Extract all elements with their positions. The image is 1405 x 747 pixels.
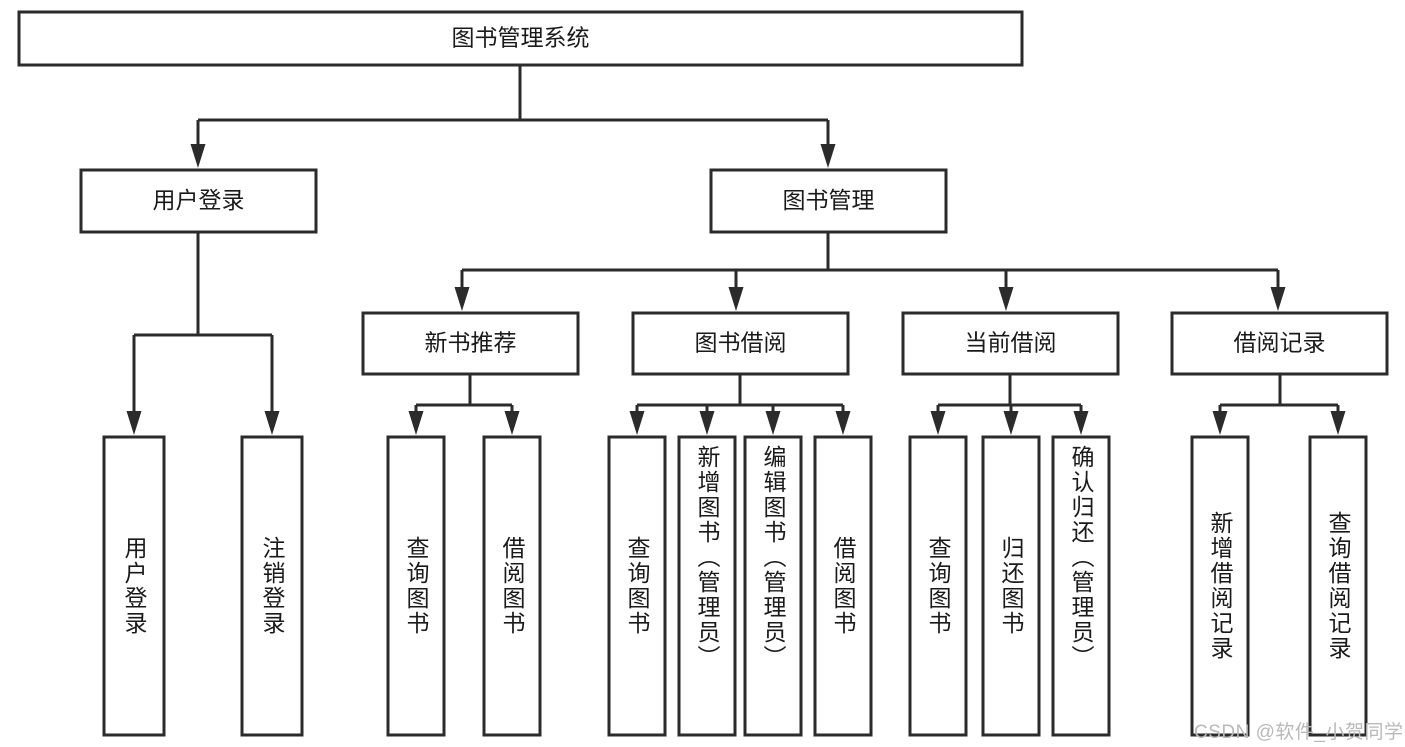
arrow-head-icon xyxy=(1270,287,1286,311)
node-label-new-book-recommend: 新书推荐 xyxy=(425,330,517,356)
arrow-head-icon xyxy=(1073,411,1089,435)
connector-user-login-fanout xyxy=(126,232,280,435)
arrow-head-icon xyxy=(1003,411,1019,435)
node-label-user-login: 用户登录 xyxy=(153,187,245,213)
arrow-head-icon xyxy=(408,411,424,435)
node-box-leaf-confirm-return[interactable] xyxy=(1051,435,1111,737)
connector-layer xyxy=(126,65,1346,435)
node-box-borrow-record[interactable] xyxy=(1170,311,1389,376)
node-label-root: 图书管理系统 xyxy=(452,25,590,51)
connector-current-borrow-fanout xyxy=(930,374,1089,435)
watermark-text: CSDN @软件_小贺同学 xyxy=(1194,722,1404,743)
connector-book-manage-fanout xyxy=(454,232,1286,311)
node-box-new-book-recommend[interactable] xyxy=(361,311,580,376)
node-box-leaf-query-book-2[interactable] xyxy=(607,435,667,737)
arrow-head-icon xyxy=(1212,411,1228,435)
node-box-leaf-add-book[interactable] xyxy=(677,435,737,737)
node-label-current-borrow: 当前借阅 xyxy=(965,330,1057,356)
node-label-borrow-record: 借阅记录 xyxy=(1234,330,1326,356)
node-box-leaf-query-book-1[interactable] xyxy=(386,435,446,737)
node-box-leaf-borrow-book-1[interactable] xyxy=(482,435,542,737)
arrow-head-icon xyxy=(930,411,946,435)
node-box-current-borrow[interactable] xyxy=(901,311,1120,376)
arrow-head-icon xyxy=(454,287,470,311)
arrow-head-icon xyxy=(998,287,1014,311)
arrow-head-icon xyxy=(820,144,836,168)
node-box-book-borrow[interactable] xyxy=(631,311,850,376)
connector-root-fanout xyxy=(190,65,836,168)
node-label-book-borrow: 图书借阅 xyxy=(695,330,787,356)
arrow-head-icon xyxy=(629,411,645,435)
node-label-book-manage: 图书管理 xyxy=(783,187,875,213)
node-box-leaf-query-book-3[interactable] xyxy=(908,435,968,737)
arrow-head-icon xyxy=(1330,411,1346,435)
arrow-head-icon xyxy=(190,144,206,168)
node-box-layer xyxy=(17,10,1389,737)
node-box-leaf-user-login[interactable] xyxy=(102,435,166,737)
arrow-head-icon xyxy=(699,411,715,435)
node-box-leaf-edit-book[interactable] xyxy=(743,435,803,737)
connector-new-book-fanout xyxy=(408,374,520,435)
node-box-leaf-add-record[interactable] xyxy=(1190,435,1250,737)
node-box-root[interactable] xyxy=(17,10,1024,67)
arrow-head-icon xyxy=(728,287,744,311)
arrow-head-icon xyxy=(765,411,781,435)
node-box-leaf-logout[interactable] xyxy=(240,435,304,737)
node-box-book-manage[interactable] xyxy=(709,168,948,234)
arrow-head-icon xyxy=(126,411,142,435)
node-box-user-login[interactable] xyxy=(79,168,318,234)
arrow-head-icon xyxy=(264,411,280,435)
node-box-leaf-query-record[interactable] xyxy=(1308,435,1368,737)
node-box-leaf-return-book[interactable] xyxy=(981,435,1041,737)
node-box-leaf-borrow-book-2[interactable] xyxy=(813,435,873,737)
arrow-head-icon xyxy=(504,411,520,435)
connector-borrow-record-fanout xyxy=(1212,374,1346,435)
arrow-head-icon xyxy=(835,411,851,435)
connector-book-borrow-fanout xyxy=(629,374,851,435)
